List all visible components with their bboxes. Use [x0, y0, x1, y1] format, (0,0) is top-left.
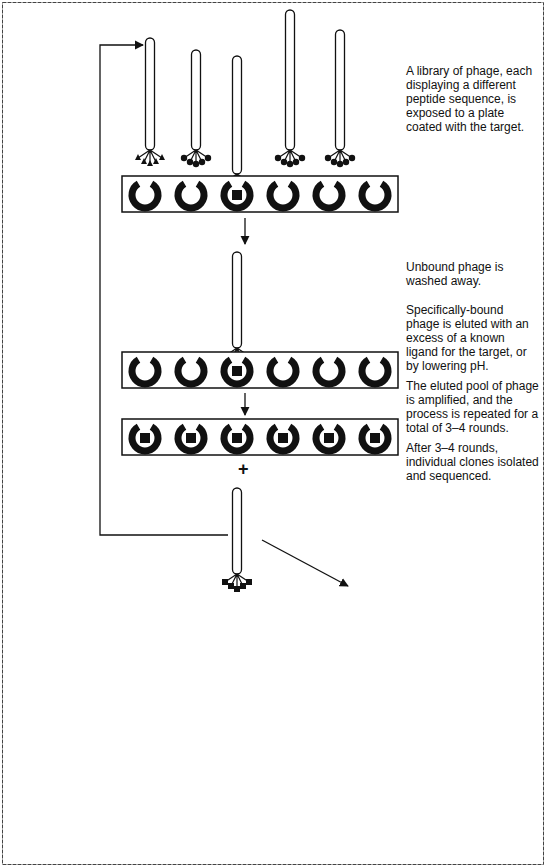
step-note: Unbound phage is washed away.	[406, 260, 540, 288]
step-note: After 3–4 rounds, individual clones isol…	[406, 441, 540, 483]
step-note: The eluted pool of phage is amplified, a…	[406, 379, 540, 435]
plus-sign: +	[238, 460, 249, 478]
step-note: Specifically-bound phage is eluted with …	[406, 303, 540, 373]
step-note: A library of phage, each displaying a di…	[406, 64, 540, 134]
